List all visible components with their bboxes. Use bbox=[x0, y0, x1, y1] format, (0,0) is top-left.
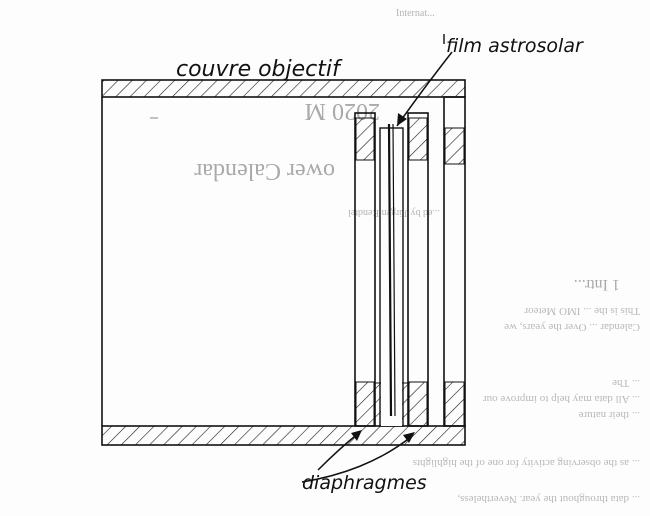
bleed-title-main: ower Calendar bbox=[194, 158, 335, 184]
diaphragm-left bbox=[354, 112, 376, 427]
astrosolar-film bbox=[387, 123, 396, 417]
cover-top-wall bbox=[101, 79, 466, 98]
label-diaphragms: diaphragmes bbox=[302, 472, 427, 494]
label-cover: couvre objectif bbox=[176, 57, 343, 82]
bleed-line-5: ... All data may help to improve our bbox=[483, 393, 640, 405]
arrow-film bbox=[396, 34, 453, 127]
label-film: film astrosolar bbox=[446, 35, 584, 57]
bleed-heading: 1 Intr... bbox=[574, 276, 620, 293]
bleed-through-text: Internat... 2020 M ower Calendar ...ed b… bbox=[150, 8, 640, 505]
bleed-line-8: ... data throughout the year. Neverthele… bbox=[457, 493, 640, 505]
bleed-line-6: ... their nature bbox=[578, 409, 640, 421]
cover-end-cap bbox=[443, 96, 466, 427]
bleed-line-1: This is the ... IMO Meteor bbox=[524, 305, 640, 317]
bleed-line-4: ... The bbox=[612, 377, 640, 389]
bleed-line-7: ... as the observing activity for one of… bbox=[413, 457, 640, 469]
arrows-diaphragms bbox=[301, 430, 415, 483]
diaphragm-right bbox=[407, 112, 429, 427]
bleed-header: Internat... bbox=[396, 8, 435, 19]
cover-bottom-wall bbox=[101, 425, 466, 446]
bleed-line-2: Calendar ... Over the years, we bbox=[504, 321, 640, 333]
